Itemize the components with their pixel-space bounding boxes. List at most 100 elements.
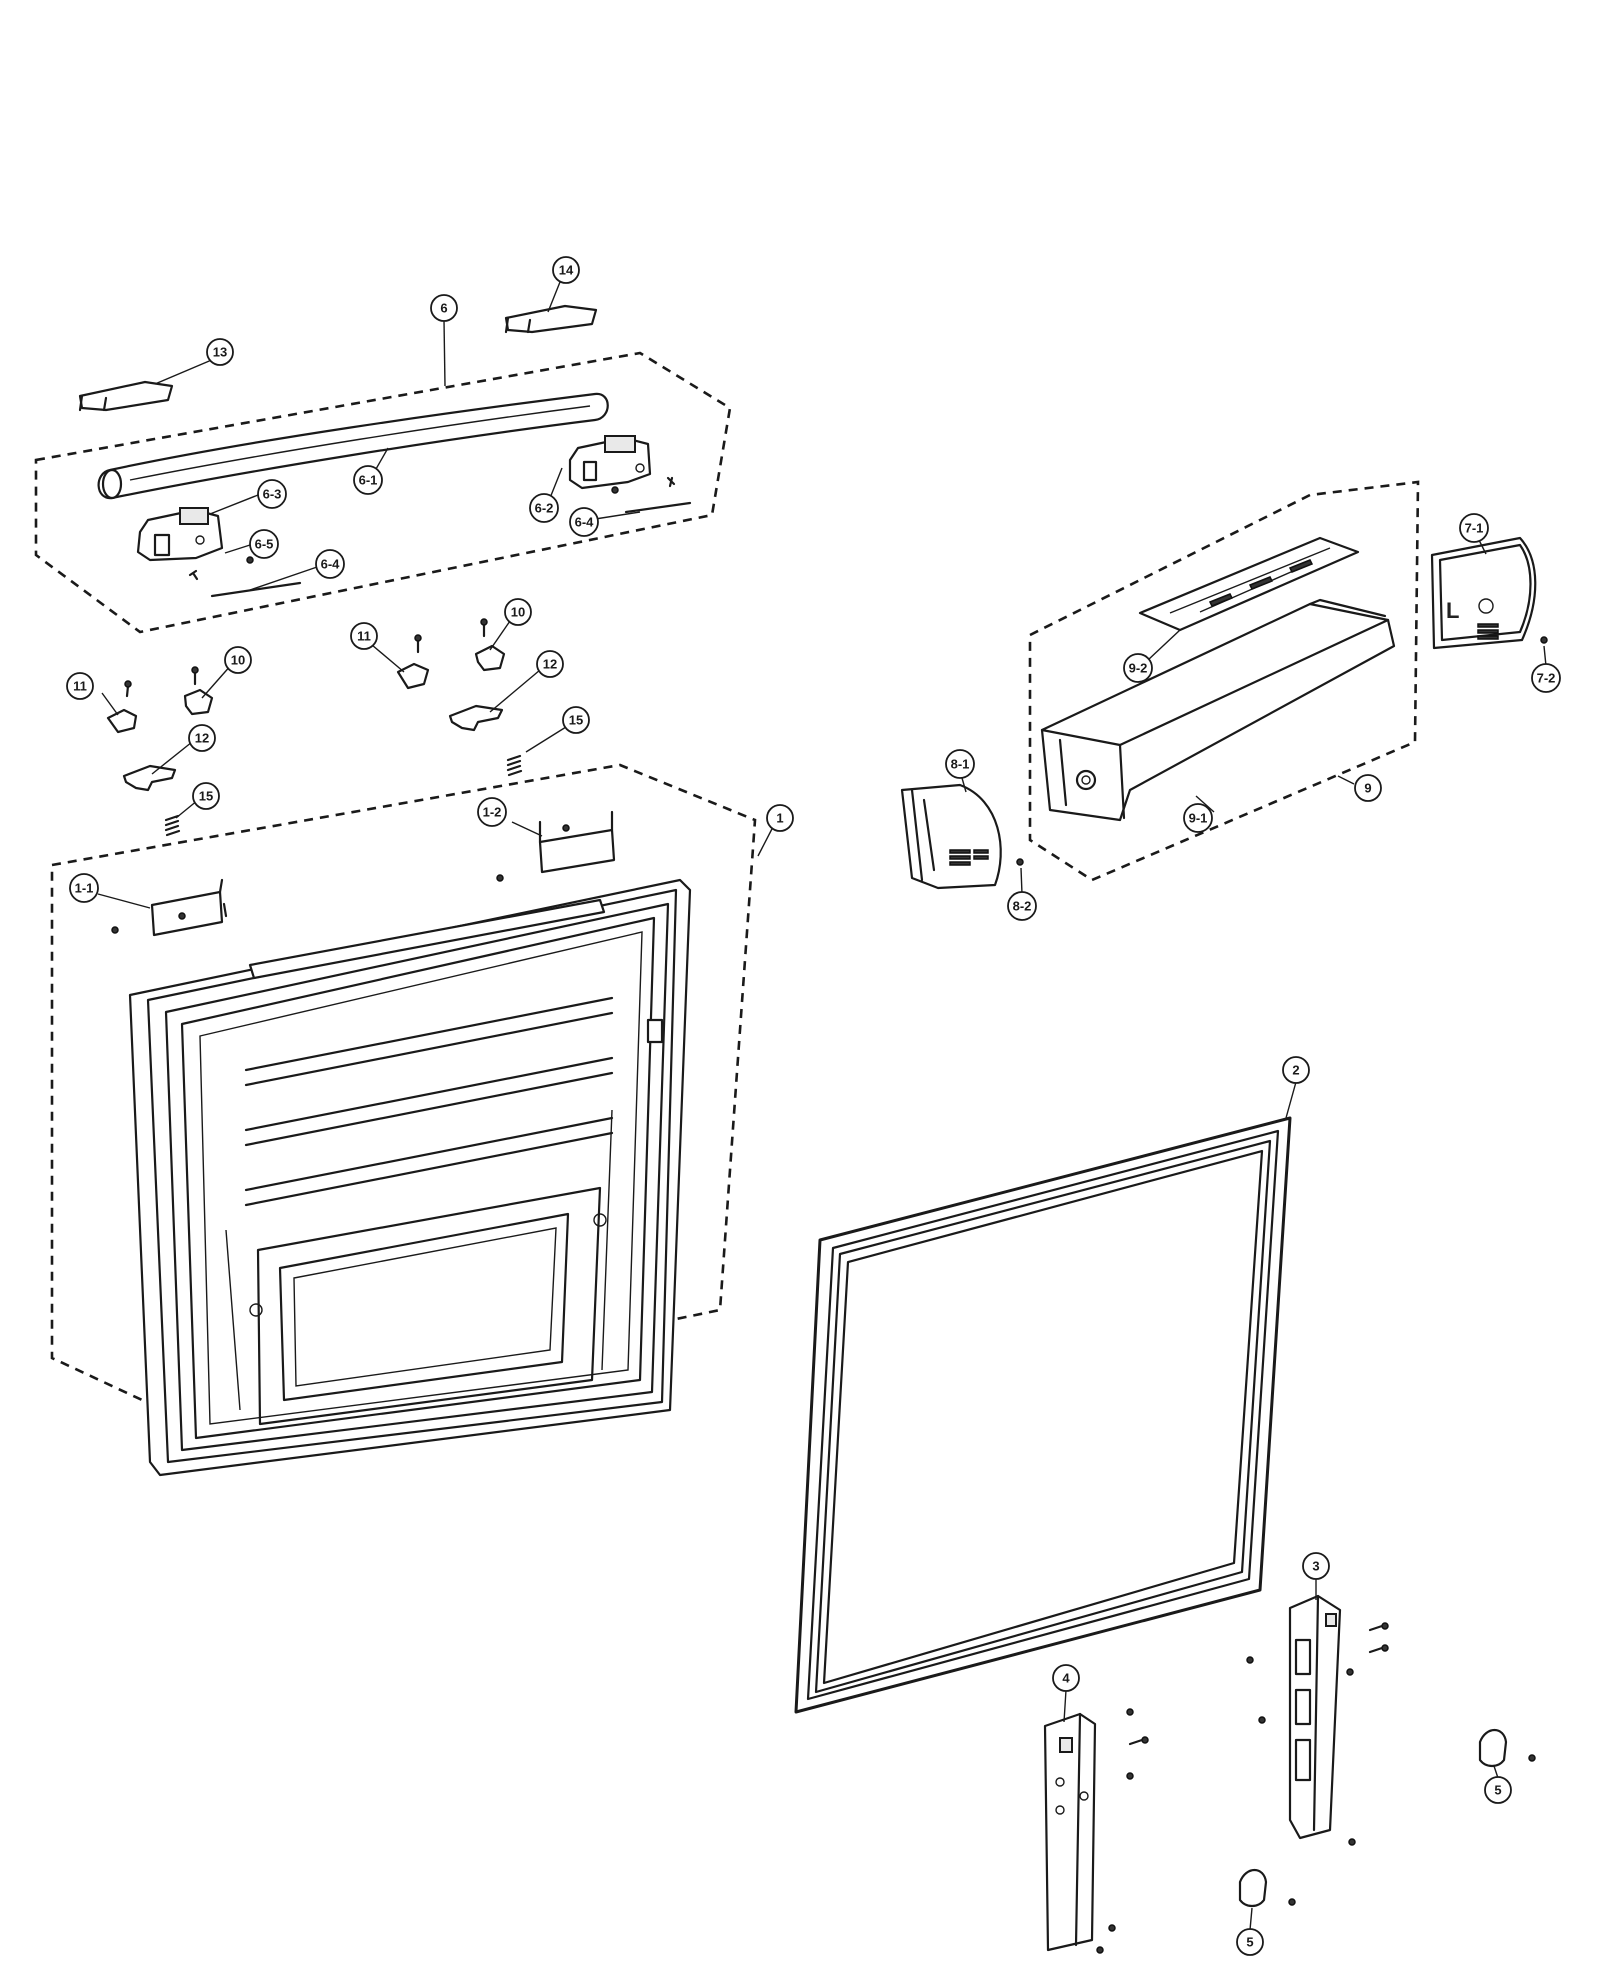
screw-cap-5-bottom [1238, 1868, 1296, 1908]
callout-6-2: 6-2 [529, 493, 559, 523]
screw-7-2 [1540, 636, 1548, 644]
svg-text:12: 12 [543, 657, 557, 672]
bin-cap-7-1: L [1430, 536, 1537, 650]
door-bracket-1-2 [496, 810, 616, 882]
callout-3: 3 [1302, 1552, 1330, 1580]
callout-2: 2 [1282, 1056, 1310, 1084]
callout-8-1: 8-1 [945, 749, 975, 779]
door-bracket-1-1 [111, 878, 228, 937]
callout-10-left: 10 [224, 646, 252, 674]
callout-9: 9 [1354, 774, 1382, 802]
hinge-bracket-left [136, 507, 254, 581]
svg-text:8-2: 8-2 [1013, 899, 1032, 914]
callout-1-1: 1-1 [69, 873, 99, 903]
svg-text:9: 9 [1364, 781, 1371, 796]
svg-text:6-4: 6-4 [321, 557, 341, 572]
svg-text:14: 14 [559, 263, 574, 278]
svg-text:9-1: 9-1 [1189, 811, 1208, 826]
svg-text:11: 11 [357, 629, 371, 644]
screw-mid-a [414, 634, 422, 654]
door-assembly-outline [50, 763, 757, 1422]
svg-text:6-4: 6-4 [575, 515, 595, 530]
svg-text:6-3: 6-3 [263, 487, 282, 502]
svg-text:9-2: 9-2 [1129, 661, 1148, 676]
stopper-11-left [106, 708, 138, 734]
cap-letter-l: L [1446, 598, 1459, 623]
hinge-assembly-outline [34, 351, 732, 634]
svg-text:6-5: 6-5 [255, 537, 274, 552]
svg-text:8-1: 8-1 [951, 757, 970, 772]
bin-guard-9-2 [1138, 536, 1360, 632]
callout-7-2: 7-2 [1531, 663, 1561, 693]
bracket-12-left [122, 764, 177, 792]
svg-text:5: 5 [1246, 1935, 1253, 1950]
callout-13: 13 [206, 338, 234, 366]
svg-text:7-2: 7-2 [1537, 671, 1556, 686]
svg-text:1: 1 [776, 811, 783, 826]
callout-11-left: 11 [66, 672, 94, 700]
svg-text:6-2: 6-2 [535, 501, 554, 516]
callout-9-1: 9-1 [1183, 803, 1213, 833]
freezer-door [128, 878, 692, 1477]
callout-6-4-right: 6-4 [569, 507, 599, 537]
hinge-cover-13 [78, 380, 174, 412]
callout-6-3: 6-3 [257, 479, 287, 509]
hinge-pin-left [210, 581, 302, 598]
callout-10-right: 10 [504, 598, 532, 626]
svg-text:3: 3 [1312, 1559, 1319, 1574]
svg-text:15: 15 [199, 789, 213, 804]
callout-9-2: 9-2 [1123, 653, 1153, 683]
bottle-bin-9-1 [1040, 598, 1396, 822]
callout-12-left: 12 [188, 724, 216, 752]
bin-assembly-outline [1028, 480, 1420, 882]
hinge-pin-right [624, 501, 692, 514]
screw-8-2 [1016, 858, 1024, 866]
callout-4: 4 [1052, 1664, 1080, 1692]
svg-text:2: 2 [1292, 1063, 1299, 1078]
svg-text:5: 5 [1494, 1783, 1501, 1798]
callout-14: 14 [552, 256, 580, 284]
callout-6: 6 [430, 294, 458, 322]
svg-text:7-1: 7-1 [1465, 521, 1484, 536]
callout-11-right: 11 [350, 622, 378, 650]
door-gasket [794, 1116, 1292, 1714]
callout-12-right: 12 [536, 650, 564, 678]
callout-6-1: 6-1 [353, 465, 383, 495]
svg-text:15: 15 [569, 713, 583, 728]
hinge-bracket-4 [1043, 1708, 1149, 1954]
callout-15-right: 15 [562, 706, 590, 734]
svg-text:1-2: 1-2 [483, 805, 502, 820]
svg-text:10: 10 [231, 653, 245, 668]
svg-text:13: 13 [213, 345, 227, 360]
callout-5-right: 5 [1484, 1776, 1512, 1804]
callout-1: 1 [766, 804, 794, 832]
hinge-bracket-right [568, 435, 676, 494]
svg-text:1-1: 1-1 [75, 881, 94, 896]
svg-text:12: 12 [195, 731, 209, 746]
bin-cap-8-1 [900, 783, 1002, 890]
callout-6-5: 6-5 [249, 529, 279, 559]
callout-15-left: 15 [192, 782, 220, 810]
svg-text:6-1: 6-1 [359, 473, 378, 488]
hinge-bracket-3 [1246, 1594, 1389, 1846]
screw-10-left [191, 666, 199, 686]
svg-text:4: 4 [1062, 1671, 1070, 1686]
svg-text:6: 6 [440, 301, 447, 316]
screw-left [124, 680, 132, 698]
bracket-12-right [448, 704, 504, 732]
spring-15-left [164, 814, 181, 837]
screw-10-right [480, 618, 488, 638]
callout-1-2: 1-2 [477, 797, 507, 827]
callout-5-bottom: 5 [1236, 1928, 1264, 1956]
svg-text:10: 10 [511, 605, 525, 620]
callout-8-2: 8-2 [1007, 891, 1037, 921]
screw-cap-5-right [1478, 1728, 1536, 1768]
svg-text:11: 11 [73, 679, 87, 694]
callout-6-4-left: 6-4 [315, 549, 345, 579]
holder-10-left [183, 688, 214, 716]
hinge-cover-14 [504, 304, 598, 334]
handle-bar-6-1 [97, 392, 609, 500]
spring-15-right [506, 754, 523, 777]
stopper-11-right [396, 662, 430, 690]
